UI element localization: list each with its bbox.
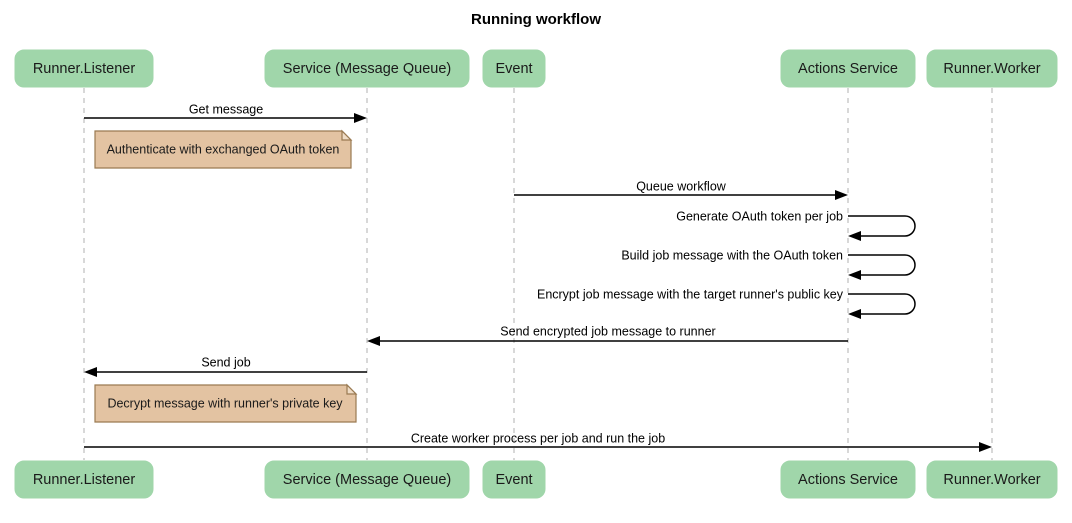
self-loop-path[interactable] (848, 254, 916, 276)
participant-box[interactable] (482, 460, 546, 499)
participant-event-top[interactable]: Event (482, 49, 546, 88)
message-label: Get message (189, 102, 263, 116)
participant-runner-listener-bottom[interactable]: Runner.Listener (14, 460, 154, 499)
participants-top: Runner.Listener Service (Message Queue) … (14, 49, 1058, 88)
note-authenticate-with-exchanged-oauth-token[interactable]: Authenticate with exchanged OAuth token (94, 129, 353, 169)
self-loop-path[interactable] (848, 215, 916, 237)
note-fold-corner-icon (346, 383, 358, 395)
participant-label: Actions Service (798, 61, 898, 77)
message-send-job[interactable]: Send job (84, 355, 367, 377)
message-label: Queue workflow (636, 179, 727, 193)
participant-label: Service (Message Queue) (283, 472, 451, 488)
message-generate-oauth-token-per-job[interactable]: Generate OAuth token per job (676, 209, 916, 241)
participant-box[interactable] (780, 49, 916, 88)
message-send-encrypted-job-message-to-runner[interactable]: Send encrypted job message to runner (367, 324, 848, 346)
participant-label: Actions Service (798, 472, 898, 488)
arrowhead-icon (848, 309, 861, 319)
message-label: Build job message with the OAuth token (621, 248, 843, 262)
arrowhead-icon (367, 336, 380, 346)
arrowhead-icon (354, 113, 367, 123)
participant-runner-worker-top[interactable]: Runner.Worker (926, 49, 1058, 88)
note-decrypt-message-with-runners-private-key[interactable]: Decrypt message with runner's private ke… (94, 383, 358, 423)
participant-label: Event (495, 61, 532, 77)
participant-box[interactable] (780, 460, 916, 499)
participant-runner-worker-bottom[interactable]: Runner.Worker (926, 460, 1058, 499)
diagram-title: Running workflow (471, 11, 601, 28)
participant-label: Service (Message Queue) (283, 61, 451, 77)
participant-label: Runner.Listener (33, 61, 136, 77)
participant-box[interactable] (926, 49, 1058, 88)
note-fold-corner-icon (341, 129, 353, 141)
note-body[interactable] (94, 130, 352, 169)
arrowhead-icon (848, 270, 861, 280)
participant-actions-service-top[interactable]: Actions Service (780, 49, 916, 88)
message-label: Send encrypted job message to runner (500, 324, 715, 338)
participant-runner-listener-top[interactable]: Runner.Listener (14, 49, 154, 88)
participant-box[interactable] (14, 460, 154, 499)
arrowhead-icon (84, 367, 97, 377)
self-loop-path[interactable] (848, 293, 916, 315)
arrowhead-icon (848, 231, 861, 241)
arrowhead-icon (979, 442, 992, 452)
note-label: Authenticate with exchanged OAuth token (107, 142, 340, 156)
message-label: Generate OAuth token per job (676, 209, 843, 223)
message-label: Encrypt job message with the target runn… (537, 287, 844, 301)
participant-box[interactable] (264, 49, 470, 88)
participant-box[interactable] (482, 49, 546, 88)
participant-box[interactable] (264, 460, 470, 499)
participant-actions-service-bottom[interactable]: Actions Service (780, 460, 916, 499)
participant-label: Event (495, 472, 532, 488)
participant-event-bottom[interactable]: Event (482, 460, 546, 499)
message-label: Create worker process per job and run th… (411, 431, 665, 445)
note-label: Decrypt message with runner's private ke… (107, 396, 343, 410)
arrowhead-icon (835, 190, 848, 200)
participant-box[interactable] (926, 460, 1058, 499)
participant-service-message-queue-bottom[interactable]: Service (Message Queue) (264, 460, 470, 499)
message-label: Send job (201, 355, 250, 369)
message-create-worker-process-per-job-and-run-the-job[interactable]: Create worker process per job and run th… (84, 431, 992, 452)
participant-label: Runner.Worker (943, 472, 1040, 488)
participant-label: Runner.Listener (33, 472, 136, 488)
participants-bottom: Runner.Listener Service (Message Queue) … (14, 460, 1058, 499)
message-get-message[interactable]: Get message (84, 102, 367, 123)
message-queue-workflow[interactable]: Queue workflow (514, 179, 848, 200)
participant-service-message-queue-top[interactable]: Service (Message Queue) (264, 49, 470, 88)
participant-label: Runner.Worker (943, 61, 1040, 77)
message-encrypt-job-message-with-the-target-runners-public-key[interactable]: Encrypt job message with the target runn… (537, 287, 916, 319)
lifelines-layer (83, 88, 993, 460)
message-build-job-message-with-the-oauth-token[interactable]: Build job message with the OAuth token (621, 248, 916, 280)
note-body[interactable] (94, 384, 357, 423)
participant-box[interactable] (14, 49, 154, 88)
